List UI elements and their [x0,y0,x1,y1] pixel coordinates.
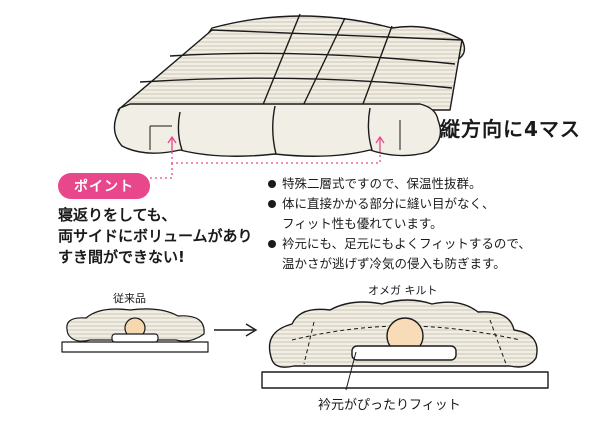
point-badge: ポイント [58,173,150,199]
omega-quilt-label: オメガ キルト [368,284,438,297]
point-line-2: 両サイドにボリュームがあり [58,227,253,245]
conventional-label: 従来品 [113,292,146,305]
indicator-arrow-right [375,135,385,150]
feature-text: 温かさが逃げず冷気の侵入も防ぎます。 [282,256,506,271]
omega-mattress [261,371,549,389]
quilt-top-surface [117,29,463,111]
feature-item-1: 特殊二層式ですので、保温性抜群。 [268,174,598,194]
comparison-arrow [214,323,258,337]
conventional-quilt-illustration [61,308,209,353]
point-line-1: 寝返りをしても、 [58,206,177,224]
omega-quilt-illustration [261,299,549,391]
headline-vertical-4-squares: 縦方向に4マス [440,117,581,141]
feature-text: フィット性も優れています。 [282,216,443,231]
quilt-front-seams [149,120,401,150]
feature-text: 特殊二層式ですので、保温性抜群。 [282,176,482,191]
conventional-pillow [111,333,159,343]
feature-item-3: 衿元にも、足元にもよくフィットするので、 温かさが逃げず冷気の侵入も防ぎます。 [268,234,598,274]
omega-pillow [351,345,457,361]
feature-text: 衿元にも、足元にもよくフィットするので、 [282,236,531,251]
fit-caption: 衿元がぴったりフィット [318,398,461,413]
quilt-top-illustration [113,13,466,157]
feature-list: 特殊二層式ですので、保温性抜群。 体に直接かかる部分に縫い目がなく、 フィット性… [268,174,598,274]
point-line-3: すき間ができない! [58,248,185,266]
quilt-grid-lines [139,13,456,113]
quilt-front-edge [113,103,442,157]
point-indicators [150,135,385,179]
quilt-front-puffs [177,105,373,155]
indicator-dotted-line [150,150,381,179]
feature-text: 体に直接かかる部分に縫い目がなく、 [282,196,495,211]
conventional-mattress [61,341,209,353]
feature-item-2: 体に直接かかる部分に縫い目がなく、 フィット性も優れています。 [268,194,598,234]
indicator-arrow-left [167,135,177,152]
fit-pointer-line [345,351,357,391]
